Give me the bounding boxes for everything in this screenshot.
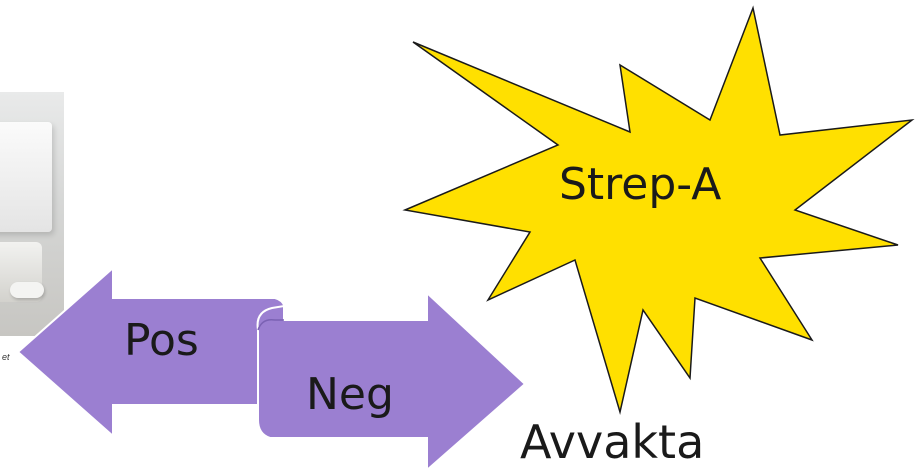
photo-box <box>0 122 52 232</box>
starburst-label: Strep-A <box>559 159 722 210</box>
photo-piece <box>10 282 44 298</box>
arrow-scroll-curl <box>257 318 284 331</box>
avvakta-label: Avvakta <box>520 415 705 469</box>
test-kit-photo <box>0 92 64 336</box>
pos-label: Pos <box>124 315 199 366</box>
neg-label: Neg <box>306 369 394 420</box>
neg-arrow-shape <box>256 290 527 473</box>
starburst-shape <box>402 5 915 415</box>
photo-caption: et <box>2 352 10 362</box>
